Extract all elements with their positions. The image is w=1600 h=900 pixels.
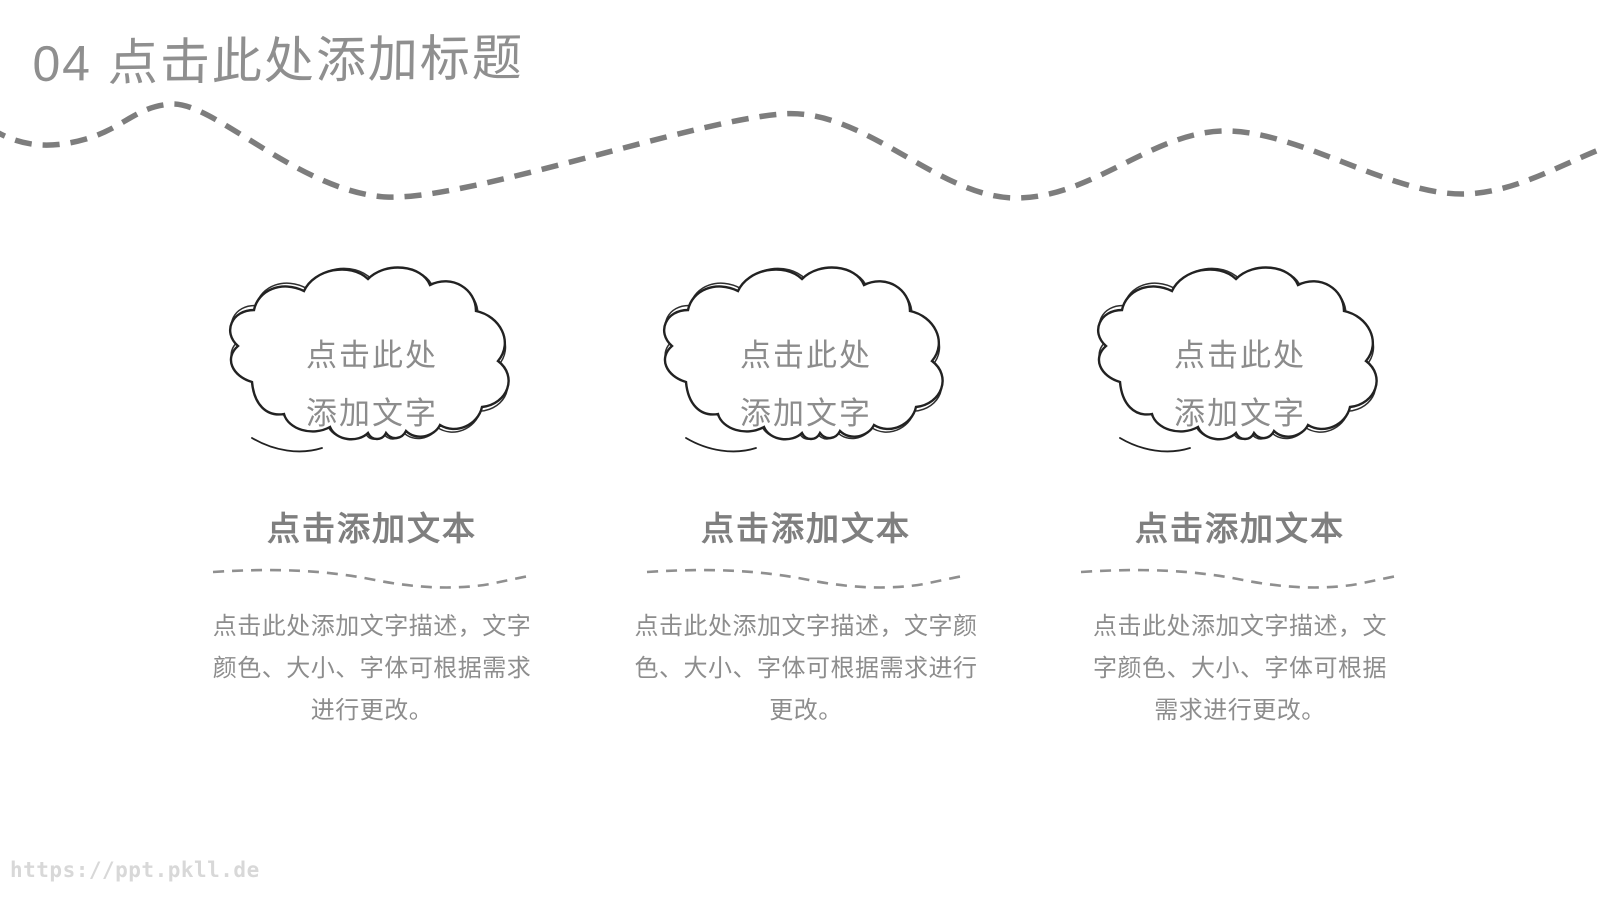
body-line: 字颜色、大小、字体可根据 — [1093, 655, 1387, 682]
cloud-sketch-drawing — [1096, 266, 1378, 453]
cloud-text-line2[interactable]: 添加文字 — [740, 396, 872, 431]
body-line: 点击此处添加文字描述，文字颜 — [634, 613, 978, 640]
cloud-shape-3: 点击此处 添加文字 — [1086, 264, 1394, 460]
column-body-placeholder[interactable]: 点击此处添加文字描述，文字 颜色、大小、字体可根据需求 进行更改。 — [182, 606, 562, 732]
divider-wave-dashed-line — [646, 568, 968, 589]
cloud-text-line2[interactable]: 添加文字 — [306, 396, 438, 431]
column-heading[interactable]: 点击添加文本 — [267, 510, 477, 547]
body-line: 色、大小、字体可根据需求进行 — [634, 655, 978, 682]
body-line: 颜色、大小、字体可根据需求 — [212, 655, 532, 682]
body-line: 点击此处添加文字描述，文 — [1093, 613, 1387, 640]
watermark-url: https://ppt.pkll.de — [10, 858, 260, 882]
cloud-shape-1: 点击此处 添加文字 — [218, 264, 526, 460]
cloud-placeholder-text: 点击此处 添加文字 — [652, 264, 960, 460]
cloud-placeholder-text: 点击此处 添加文字 — [218, 264, 526, 460]
content-column-1: 点击此处 添加文字 点击添加文本 点击此处添加文字描述，文字 颜色、大小、字体可… — [182, 264, 562, 764]
column-heading[interactable]: 点击添加文本 — [701, 510, 911, 547]
cloud-placeholder-text: 点击此处 添加文字 — [1086, 264, 1394, 460]
cloud-sketch-drawing — [228, 266, 510, 453]
body-line: 进行更改。 — [310, 697, 434, 724]
cloud-text-line1[interactable]: 点击此处 — [1174, 338, 1306, 373]
column-body-placeholder[interactable]: 点击此处添加文字描述，文 字颜色、大小、字体可根据 需求进行更改。 — [1050, 606, 1430, 732]
cloud-text-line1[interactable]: 点击此处 — [306, 338, 438, 373]
cloud-text-line1[interactable]: 点击此处 — [740, 338, 872, 373]
divider-wave-dashed-line — [212, 568, 534, 589]
cloud-text-line2[interactable]: 添加文字 — [1174, 396, 1306, 431]
content-column-2: 点击此处 添加文字 点击添加文本 点击此处添加文字描述，文字颜 色、大小、字体可… — [616, 264, 996, 764]
cloud-sketch-drawing — [662, 266, 944, 453]
column-heading[interactable]: 点击添加文本 — [1135, 510, 1345, 547]
top-wave-dashed-line — [0, 101, 1600, 201]
body-line: 需求进行更改。 — [1154, 697, 1326, 724]
divider-wave-dashed-line — [1080, 568, 1402, 589]
content-column-3: 点击此处 添加文字 点击添加文本 点击此处添加文字描述，文 字颜色、大小、字体可… — [1050, 264, 1430, 764]
body-line: 更改。 — [769, 697, 843, 724]
cloud-shape-2: 点击此处 添加文字 — [652, 264, 960, 460]
body-line: 点击此处添加文字描述，文字 — [212, 613, 532, 640]
column-body-placeholder[interactable]: 点击此处添加文字描述，文字颜 色、大小、字体可根据需求进行 更改。 — [616, 606, 996, 732]
